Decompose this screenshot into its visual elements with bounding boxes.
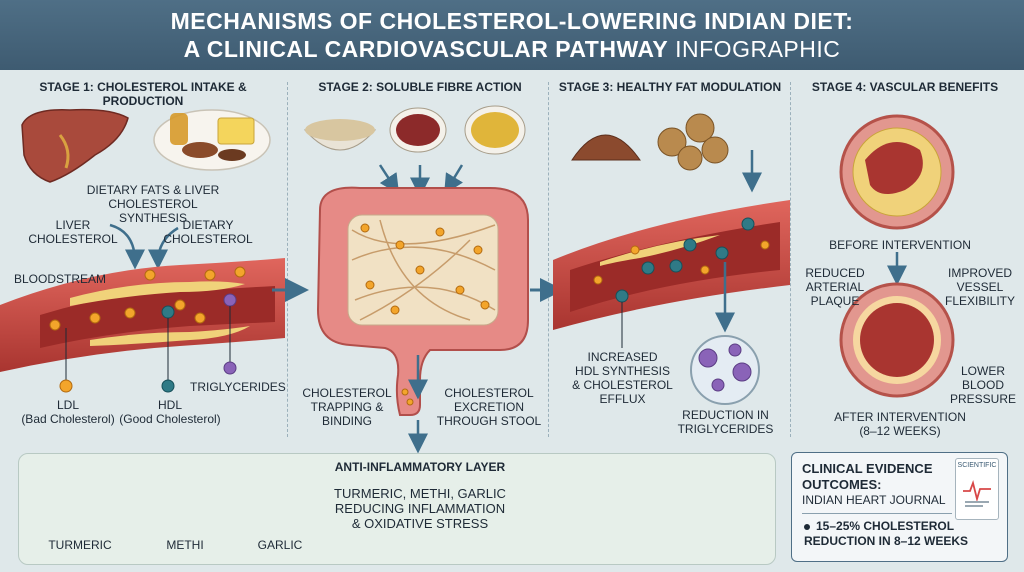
- triglyceride-particle: [223, 293, 237, 307]
- anti-inflammatory-panel: [18, 453, 776, 565]
- clinical-evidence-title: CLINICAL EVIDENCE OUTCOMES:: [802, 461, 933, 492]
- title-line-2-light: INFOGRAPHIC: [675, 36, 841, 62]
- turmeric-label: TURMERIC: [48, 538, 112, 552]
- stage3-title: STAGE 3: HEALTHY FAT MODULATION: [558, 80, 782, 94]
- oats-bowl-icon: [303, 119, 377, 151]
- anti-inflammatory-description: TURMERIC, METHI, GARLIC REDUCING INFLAMM…: [334, 486, 506, 531]
- ldl-label: LDL (Bad Cholesterol): [21, 398, 115, 426]
- arrow-lentils-to-gut: [444, 164, 464, 195]
- triglyceride-reduction-label: REDUCTION IN TRIGLYCERIDES: [677, 408, 774, 436]
- stage1-blood-vessel: [0, 258, 285, 372]
- garlic-label: GARLIC: [257, 538, 303, 552]
- cholesterol-trapping-label: CHOLESTEROL TRAPPING & BINDING: [302, 386, 392, 428]
- hdl-particle: [161, 305, 175, 319]
- stage-divider-3: [790, 82, 791, 437]
- stage4-title: STAGE 4: VASCULAR BENEFITS: [811, 80, 999, 94]
- after-intervention-label: AFTER INTERVENTION (8–12 WEEKS): [834, 410, 966, 438]
- kidney-beans-bowl-icon: [389, 107, 447, 153]
- triglyceride-legend-icon: [223, 361, 237, 375]
- arrow-diet-to-blood: [148, 226, 179, 270]
- lentils-bowl-icon: [464, 105, 526, 155]
- hdl-legend-icon: [161, 379, 175, 393]
- before-intervention-label: BEFORE INTERVENTION: [829, 238, 971, 252]
- stage3-ldl-particles: [593, 240, 770, 285]
- artery-after-icon: [839, 282, 955, 398]
- ldl-particles: [49, 266, 246, 331]
- liver-cholesterol-label: LIVER CHOLESTEROL: [28, 218, 118, 246]
- heart-pulse-icon: [963, 479, 991, 507]
- arrow-liver-to-blood: [109, 223, 145, 270]
- stage1-title: STAGE 1: CHOLESTEROL INTAKE & PRODUCTION: [39, 80, 247, 108]
- flaxseed-pile-icon: [571, 134, 641, 161]
- dietary-fats-label: DIETARY FATS & LIVER CHOLESTEROL SYNTHES…: [86, 183, 220, 225]
- bullet-dot-icon: [804, 523, 810, 530]
- walnuts-icon: [657, 113, 729, 171]
- stage-divider-2: [548, 82, 549, 437]
- evidence-divider: [802, 513, 952, 514]
- badge-label: SCIENTIFIC: [957, 462, 997, 469]
- bloodstream-label: BLOODSTREAM: [14, 272, 107, 286]
- stage-divider-1: [287, 82, 288, 437]
- evidence-bullet-text: 15–25% CHOLESTEROL REDUCTION IN 8–12 WEE…: [804, 519, 969, 548]
- evidence-source: INDIAN HEART JOURNAL: [802, 493, 946, 507]
- anti-inflammatory-title: ANTI-INFLAMMATORY LAYER: [334, 460, 506, 474]
- cholesterol-excretion-label: CHOLESTEROL EXCRETION THROUGH STOOL: [436, 386, 542, 428]
- vessel-flexibility-label: IMPROVED VESSEL FLEXIBILITY: [944, 266, 1016, 308]
- scientific-report-icon: SCIENTIFIC: [955, 458, 999, 520]
- evidence-bullet: 15–25% CHOLESTEROL REDUCTION IN 8–12 WEE…: [804, 519, 968, 549]
- triglyceride-magnifier-icon: [690, 335, 760, 405]
- arrow-oats-to-gut: [378, 164, 400, 195]
- dietary-cholesterol-label: DIETARY CHOLESTEROL: [163, 218, 253, 246]
- intestine-illustration: [316, 186, 529, 416]
- blood-pressure-label: LOWER BLOOD PRESSURE: [950, 364, 1017, 406]
- ldl-legend-icon: [59, 379, 73, 393]
- hdl-label: HDL (Good Cholesterol): [119, 398, 221, 426]
- artery-before-icon: [839, 114, 955, 230]
- liver-icon: [21, 108, 129, 183]
- hdl-synthesis-label: INCREASED HDL SYNTHESIS & CHOLESTEROL EF…: [572, 350, 673, 406]
- title-line-2: A CLINICAL CARDIOVASCULAR PATHWAY INFOGR…: [0, 36, 1024, 63]
- triglycerides-label: TRIGLYCERIDES: [190, 380, 286, 394]
- stage2-title: STAGE 2: SOLUBLE FIBRE ACTION: [318, 80, 522, 94]
- dietary-fats-plate-icon: [153, 109, 271, 171]
- reduced-plaque-label: REDUCED ARTERIAL PLAQUE: [805, 266, 865, 308]
- title-line-1: MECHANISMS OF CHOLESTEROL-LOWERING INDIA…: [170, 8, 854, 34]
- methi-label: METHI: [166, 538, 204, 552]
- page-header: MECHANISMS OF CHOLESTEROL-LOWERING INDIA…: [0, 0, 1024, 70]
- stage3-hdl-particles: [615, 217, 755, 303]
- title-line-2-bold: A CLINICAL CARDIOVASCULAR PATHWAY: [183, 36, 669, 62]
